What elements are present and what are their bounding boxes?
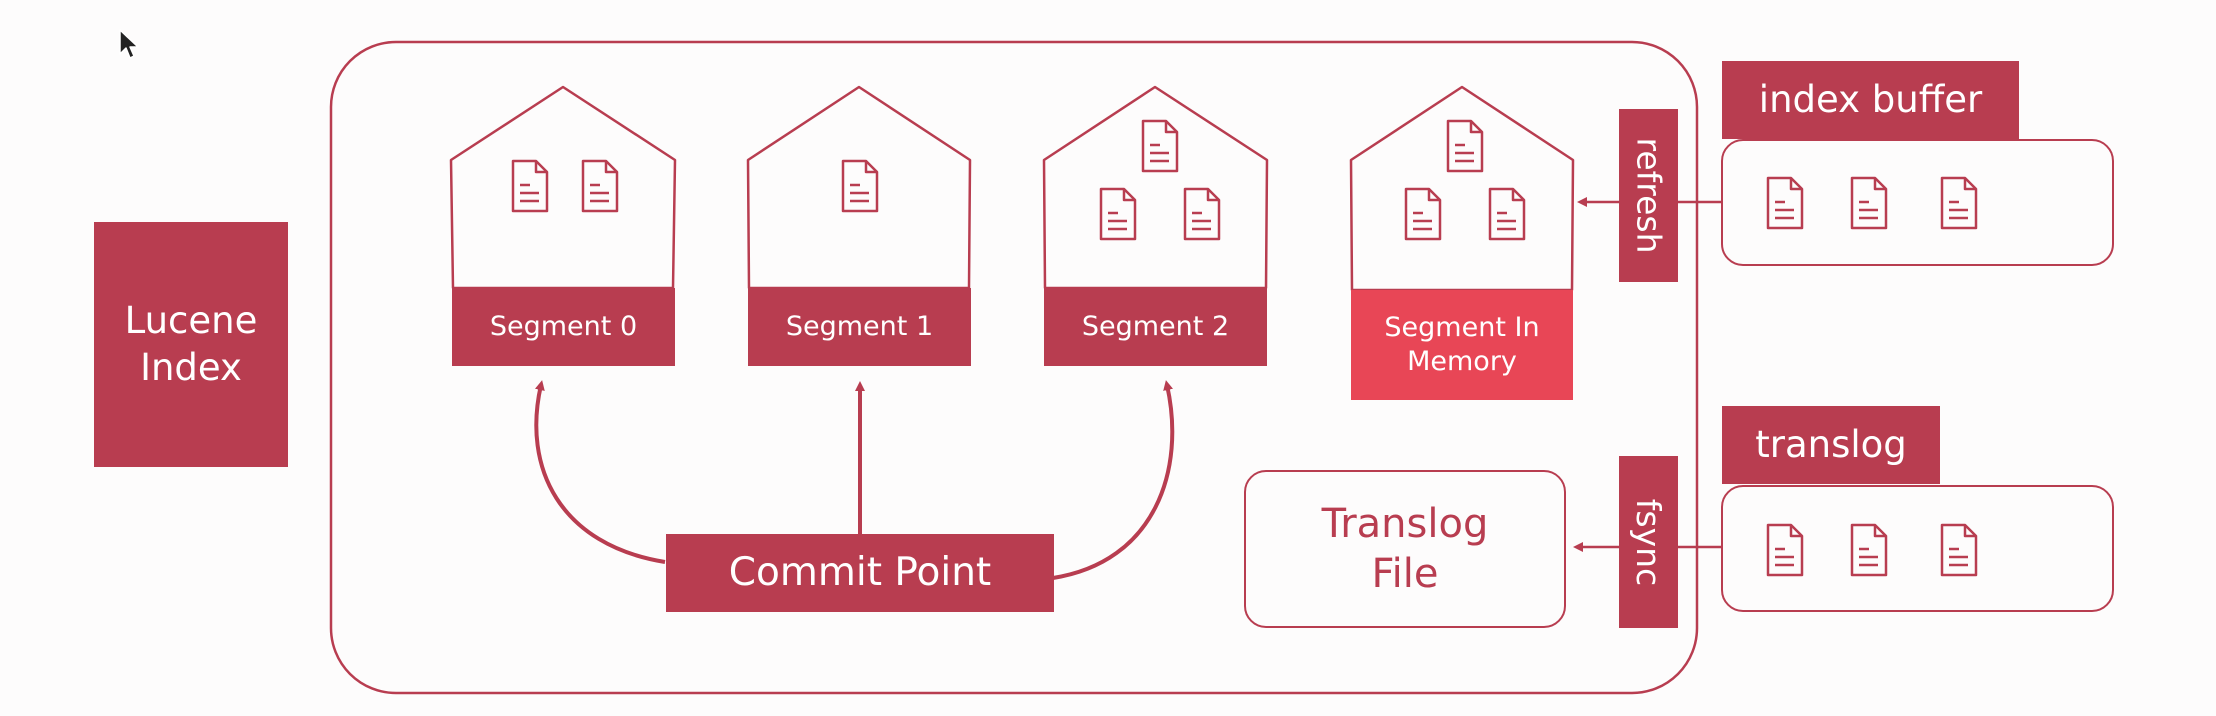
document-icon (1488, 187, 1526, 241)
mouse-cursor-icon (119, 29, 139, 59)
document-icon (581, 159, 619, 213)
commit-to-segment-2-arrow (1052, 380, 1175, 580)
fsync-text: fsync (1629, 498, 1668, 586)
document-icon (511, 159, 549, 213)
lucene-index-line1: Lucene (124, 299, 258, 343)
segment-2-label: Segment 2 (1044, 288, 1267, 366)
document-icon (1404, 187, 1442, 241)
fsync-label: fsync (1619, 456, 1678, 628)
refresh-label: refresh (1619, 109, 1678, 282)
translog-file-line1: Translog (1321, 501, 1489, 547)
translog-file-box: Translog File (1244, 470, 1566, 628)
memory-segment-label: Segment In Memory (1351, 290, 1573, 400)
index-buffer-box (1721, 139, 2114, 266)
memory-segment-line2: Memory (1407, 346, 1517, 377)
translog-label: translog (1722, 406, 1940, 484)
index-buffer-label: index buffer (1722, 61, 2019, 139)
document-icon (1099, 187, 1137, 241)
refresh-text: refresh (1629, 137, 1669, 254)
segment-2-pentagon (1042, 85, 1269, 290)
document-icon (1446, 119, 1484, 173)
document-icon (1141, 119, 1179, 173)
lucene-index-container (329, 40, 1699, 695)
segment-1-pentagon (746, 85, 972, 290)
translog-file-line2: File (1371, 551, 1439, 597)
lucene-index-label: Lucene Index (94, 222, 288, 467)
lucene-index-line2: Index (140, 345, 242, 389)
segment-1-label: Segment 1 (748, 288, 971, 366)
commit-to-segment-0-arrow (534, 380, 666, 564)
segment-0-label: Segment 0 (452, 288, 675, 366)
memory-segment-line1: Segment In (1384, 312, 1540, 344)
document-icon (1183, 187, 1221, 241)
commit-point-label: Commit Point (666, 534, 1054, 612)
segment-0-pentagon (449, 85, 677, 290)
document-icon (841, 159, 879, 213)
translog-box (1721, 485, 2114, 612)
memory-segment-pentagon (1349, 85, 1575, 292)
